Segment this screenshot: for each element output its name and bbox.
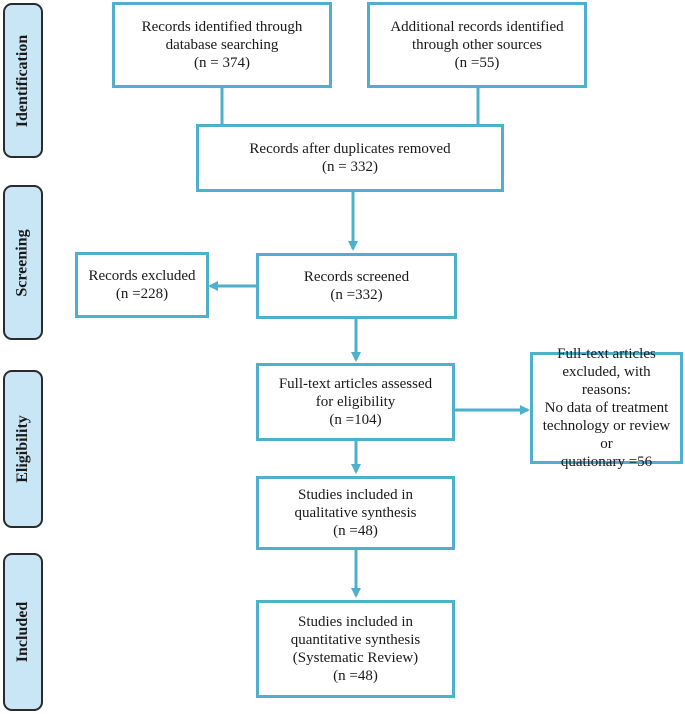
box-text-line: (n =55) — [454, 55, 500, 71]
box-fulltext-excluded: Full-text articles excluded, with reason… — [530, 346, 683, 470]
box-text-line: technology or review or — [542, 418, 671, 452]
box-text-line: (Systematic Review) — [292, 650, 419, 666]
box-text-line: Full-text articles assessed — [278, 376, 433, 392]
box-records-excluded: Records excluded (n =228) — [75, 252, 209, 318]
stage-identification-label: Identification — [14, 34, 32, 127]
box-text-line: (n =104) — [329, 412, 382, 428]
box-text-line: (n =332) — [330, 287, 383, 303]
box-text-line: excluded, with reasons: — [562, 364, 651, 398]
box-duplicates-removed: Records after duplicates removed (n = 33… — [196, 124, 504, 192]
box-text-line: Additional records identified — [390, 19, 564, 35]
stage-screening: Screening — [3, 185, 43, 340]
stage-eligibility: Eligibility — [3, 370, 43, 528]
box-other-sources: Additional records identified through ot… — [367, 2, 587, 88]
box-text-line: (n = 332) — [322, 159, 378, 175]
box-text-line: Records after duplicates removed — [249, 141, 451, 157]
box-text-line: quantitative synthesis — [290, 632, 421, 648]
box-fulltext-assessed: Full-text articles assessed for eligibil… — [256, 363, 455, 441]
stage-included: Included — [3, 553, 43, 711]
box-database-search: Records identified through database sear… — [112, 2, 332, 88]
box-text-line: through other sources — [412, 37, 542, 53]
box-text-line: Studies included in — [298, 614, 413, 630]
box-text-line: Studies included in — [298, 487, 413, 503]
box-qualitative-synthesis: Studies included in qualitative synthesi… — [256, 476, 455, 550]
stage-eligibility-label: Eligibility — [14, 415, 32, 483]
box-text-line: Records excluded — [88, 268, 196, 284]
box-text-line: qualitative synthesis — [294, 505, 417, 521]
box-text-line: quationary =56 — [560, 454, 653, 470]
box-text-line: Records identified through — [141, 19, 303, 35]
box-text-line: No data of treatment — [544, 400, 669, 416]
box-text-line: for eligibility — [315, 394, 396, 410]
box-text-line: Records screened — [303, 269, 410, 285]
box-records-screened: Records screened (n =332) — [256, 253, 457, 319]
box-text-line: (n =228) — [115, 286, 169, 302]
box-text-line: Full-text articles — [557, 346, 656, 362]
stage-identification: Identification — [3, 3, 43, 158]
stage-included-label: Included — [14, 601, 31, 663]
box-text-line: (n =48) — [333, 668, 378, 684]
box-text-line: (n = 374) — [194, 55, 250, 71]
box-text-line: (n =48) — [333, 523, 378, 539]
box-quantitative-synthesis: Studies included in quantitative synthes… — [256, 600, 455, 698]
stage-screening-label: Screening — [14, 228, 32, 297]
box-text-line: database searching — [165, 37, 279, 53]
